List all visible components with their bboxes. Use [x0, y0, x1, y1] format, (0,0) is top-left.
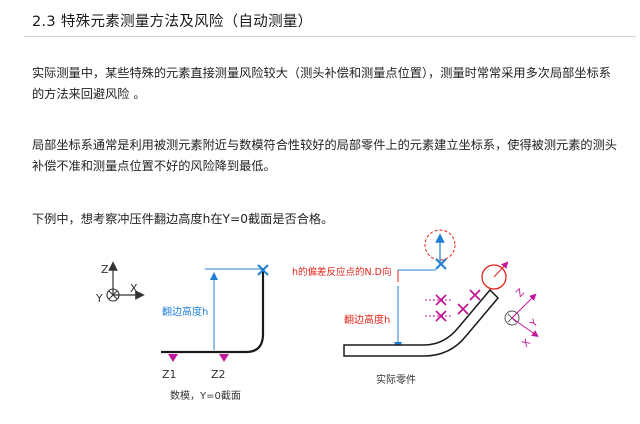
paragraph-2: 局部坐标系通常是利用被测元素附近与数模符合性较好的局部零件上的元素建立坐标系，使… — [32, 138, 617, 173]
section-title: 2.3 特殊元素测量方法及风险（自动测量） — [32, 14, 313, 30]
right-height-label: 翻边高度h — [344, 313, 390, 326]
left-axis-y: Y — [95, 292, 103, 305]
probe-circle — [481, 264, 507, 290]
left-coordinate-system: Z X Y — [95, 261, 145, 305]
paragraph-1: 实际测量中，某些特殊的元素直接测量风险较大（测头补偿和测量点位置），测量时常常采… — [32, 66, 611, 101]
left-height-label: 翻边高度h — [162, 305, 208, 318]
z2-marker-icon — [219, 354, 229, 362]
left-axis-z: Z — [101, 263, 109, 276]
local-coordinate-system: Z Y X — [504, 287, 541, 350]
left-part-profile — [161, 268, 265, 354]
right-axis-x: X — [520, 337, 533, 350]
deviation-label: h的偏差反应点的N.D向 — [292, 266, 391, 278]
title-divider — [24, 36, 636, 37]
left-measure-point-icon — [257, 264, 269, 276]
right-axis-z: Z — [514, 287, 527, 300]
right-caption: 实际零件 — [376, 373, 416, 386]
probe-arrow — [493, 261, 509, 278]
z1-label: Z1 — [162, 368, 177, 381]
z1-marker-icon — [168, 354, 178, 362]
actual-part-body — [343, 288, 500, 357]
right-axis-y: Y — [528, 317, 541, 330]
magenta-measure-points — [425, 289, 481, 322]
z2-label: Z2 — [211, 368, 226, 381]
paragraph-3: 下例中，想考察冲压件翻边高度h在Y=0截面是否合格。 — [32, 212, 334, 226]
left-axis-x: X — [130, 282, 138, 295]
left-figure: Z X Y 翻边高度h Z1 Z2 数模，Y=0截面 — [95, 261, 269, 402]
top-probe-circle — [424, 229, 456, 261]
right-top-measure-point-icon — [435, 258, 447, 270]
left-caption: 数模，Y=0截面 — [170, 389, 241, 402]
right-figure: h的偏差反应点的N.D向 翻边高度h — [292, 229, 541, 386]
